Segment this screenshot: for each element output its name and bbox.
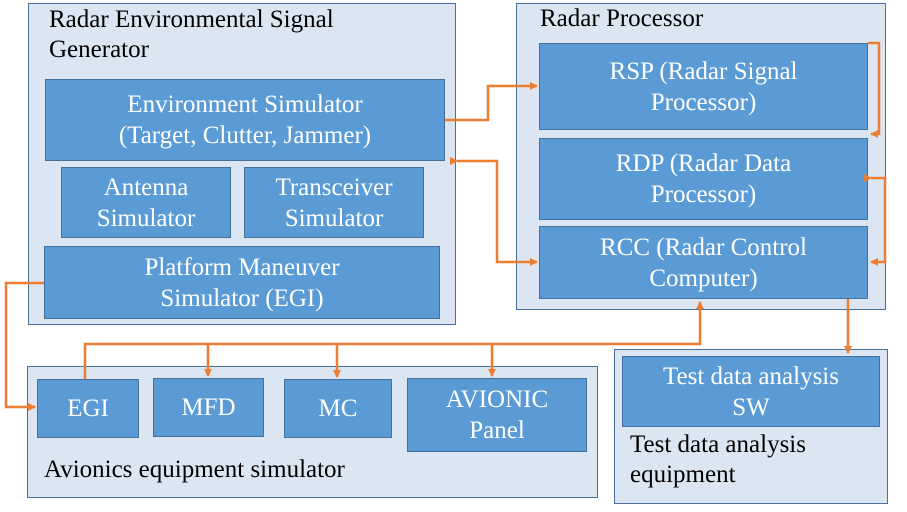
arrow-rsp-to-rdp [868,41,881,138]
test-data-analysis-sw-box[interactable]: Test data analysis SW [622,356,880,427]
antenna-simulator-box[interactable]: Antenna Simulator [61,167,231,238]
transceiver-simulator-box[interactable]: Transceiver Simulator [244,167,424,238]
avionics-group-label: Avionics equipment simulator [44,456,345,483]
arrow-env-to-rsp [445,82,538,122]
mfd-box[interactable]: MFD [153,378,264,437]
test-group-label: Test data analysis equipment [630,431,806,488]
rsp-box[interactable]: RSP (Radar Signal Processor) [539,43,868,130]
avionic-panel-box[interactable]: AVIONIC Panel [407,378,587,452]
rcc-box[interactable]: RCC (Radar Control Computer) [539,226,868,299]
rdp-box[interactable]: RDP (Radar Data Processor) [539,138,868,220]
arrow-rdp-rcc [864,174,887,266]
mc-box[interactable]: MC [284,379,392,438]
arrow-env-rcc [450,157,538,266]
arrow-platform-to-egi [4,281,44,411]
environment-simulator-box[interactable]: Environment Simulator (Target, Clutter, … [45,79,445,161]
platform-maneuver-simulator-box[interactable]: Platform Maneuver Simulator (EGI) [44,246,440,319]
arrow-avionics-bus-to-rcc [83,301,704,379]
processor-group-label: Radar Processor [540,5,704,32]
generator-group-label: Radar Environmental Signal Generator [49,6,334,63]
egi-box[interactable]: EGI [37,379,139,438]
